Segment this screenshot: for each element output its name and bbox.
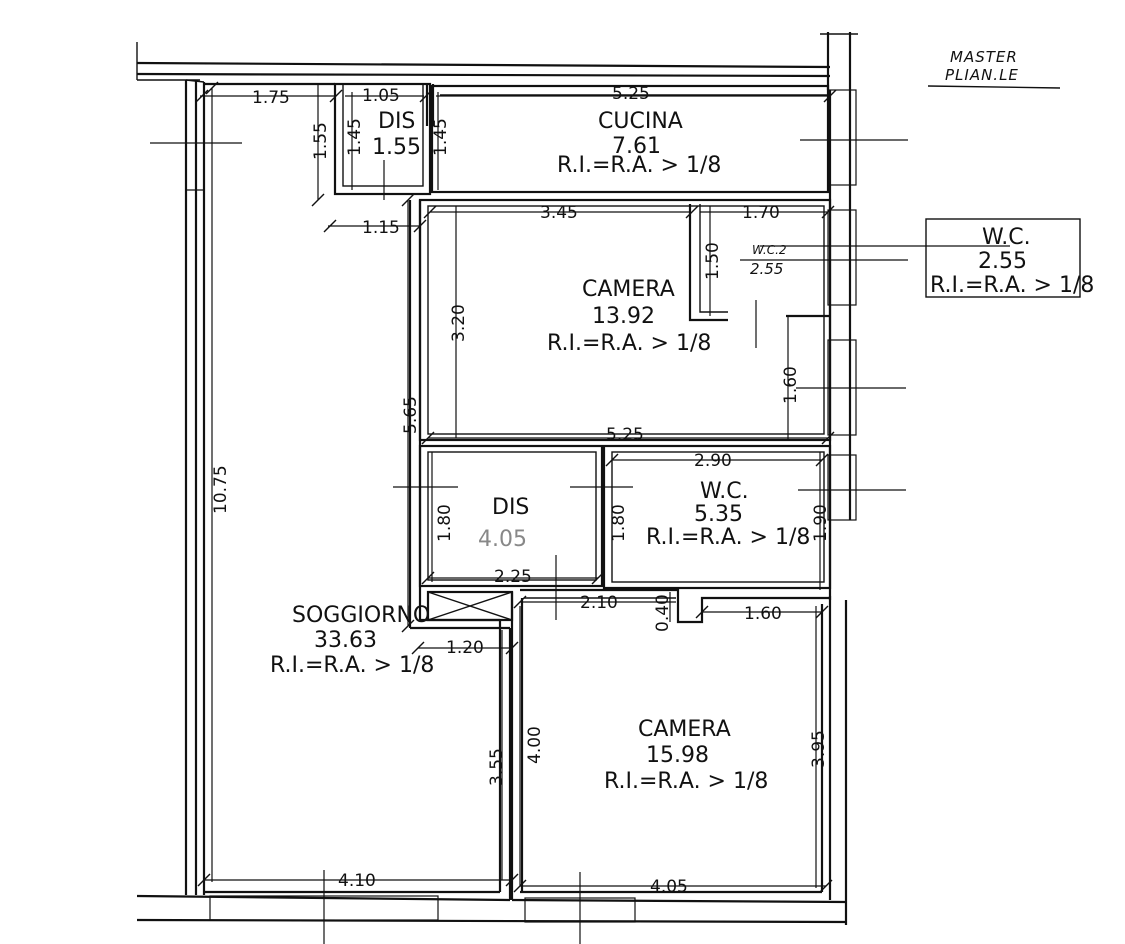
wc2-box-name: W.C. [982,225,1031,250]
soggiorno-area: 33.63 [314,628,377,653]
soggiorno-ratio: R.I.=R.A. > 1/8 [270,653,434,678]
camera2-ratio: R.I.=R.A. > 1/8 [604,769,768,794]
window-leader-lines [150,139,908,944]
wc2-small-name: W.C.2 [752,243,787,257]
dim-1-50: 1.50 [703,242,723,280]
dim-1-80-b: 1.80 [609,504,629,542]
dis-top-area: 1.55 [372,135,421,160]
cucina-area: 7.61 [612,134,661,159]
camera2-name: CAMERA [638,717,731,742]
dimension-lines [200,84,830,888]
wc-name: W.C. [700,479,749,504]
camera1-ratio: R.I.=R.A. > 1/8 [547,331,711,356]
dimension-labels: 1.75 1.05 5.25 1.15 3.45 1.70 5.25 2.90 … [211,84,831,897]
dim-5-65: 5.65 [401,396,421,434]
dis-mid-name: DIS [492,495,529,520]
cucina-ratio: R.I.=R.A. > 1/8 [557,153,721,178]
dim-1-05: 1.05 [362,86,400,106]
dis-top-name: DIS [378,109,415,134]
dim-3-55: 3.55 [487,748,507,786]
dim-1-20: 1.20 [446,638,484,658]
dim-3-95: 3.95 [809,730,829,768]
plan-title: MASTER PLIAN.LE [927,48,1061,89]
dim-2-10: 2.10 [580,593,618,613]
room-labels: DIS 1.55 CUCINA 7.61 R.I.=R.A. > 1/8 CAM… [270,109,1094,794]
dim-4-10: 4.10 [338,871,376,891]
dim-5-25-mid: 5.25 [606,425,644,445]
camera1-name: CAMERA [582,277,675,302]
plan-title-line2: PLIAN.LE [945,66,1019,84]
dim-1-80-a: 1.80 [435,504,455,542]
camera1-area: 13.92 [592,304,655,329]
dim-5-25-top: 5.25 [612,84,650,104]
wc-ratio: R.I.=R.A. > 1/8 [646,525,810,550]
dim-10-75: 10.75 [211,465,231,514]
dim-1-45-b: 1.45 [431,118,451,156]
walls [136,32,858,925]
dim-3-20: 3.20 [449,304,469,342]
soggiorno-name: SOGGIORNO [292,603,430,628]
dim-1-75: 1.75 [252,88,290,108]
dis-mid-area: 4.05 [478,527,527,552]
wc-area: 5.35 [694,502,743,527]
dim-1-45-a: 1.45 [345,118,365,156]
wc2-small-area: 2.55 [750,260,783,278]
wc2-callout-box [760,218,1081,298]
dim-1-60-v: 1.60 [781,366,801,404]
dim-1-90: 1.90 [811,504,831,542]
dim-1-15: 1.15 [362,218,400,238]
dim-4-00: 4.00 [525,726,545,764]
dim-2-25: 2.25 [494,567,532,587]
dim-1-70: 1.70 [742,203,780,223]
cucina-name: CUCINA [598,109,683,134]
dim-3-45: 3.45 [540,203,578,223]
plan-title-line1: MASTER [950,48,1018,66]
dim-2-90: 2.90 [694,451,732,471]
dim-1-60-h: 1.60 [744,604,782,624]
dim-4-05: 4.05 [650,877,688,897]
dim-1-55: 1.55 [311,122,331,160]
wc2-box-ratio: R.I.=R.A. > 1/8 [930,273,1094,298]
camera2-area: 15.98 [646,743,709,768]
dimension-ticks [195,81,837,893]
wc2-box-area: 2.55 [978,249,1027,274]
dim-0-40: 0.40 [653,594,673,632]
